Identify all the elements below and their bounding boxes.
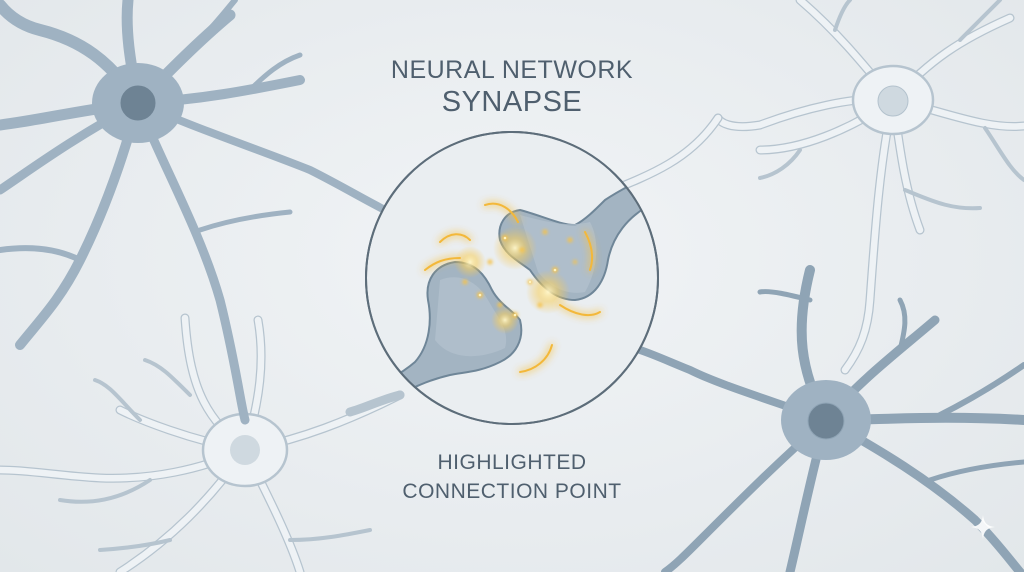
caption-line-1: HIGHLIGHTED — [437, 451, 587, 474]
neuron-light-top-right — [713, 0, 1024, 375]
neuron-dark-bottom-right — [636, 265, 1024, 572]
title-line-2: SYNAPSE — [441, 86, 583, 118]
synapse-magnifier — [365, 131, 659, 425]
caption-line-2: CONNECTION POINT — [402, 480, 622, 503]
neuron-light-bottom-left — [0, 313, 405, 572]
title-line-1: NEURAL NETWORK — [390, 56, 634, 84]
sparkle-icon — [971, 515, 995, 539]
neuron-dark-top-left — [0, 0, 389, 425]
synaptic-glow — [423, 201, 602, 374]
